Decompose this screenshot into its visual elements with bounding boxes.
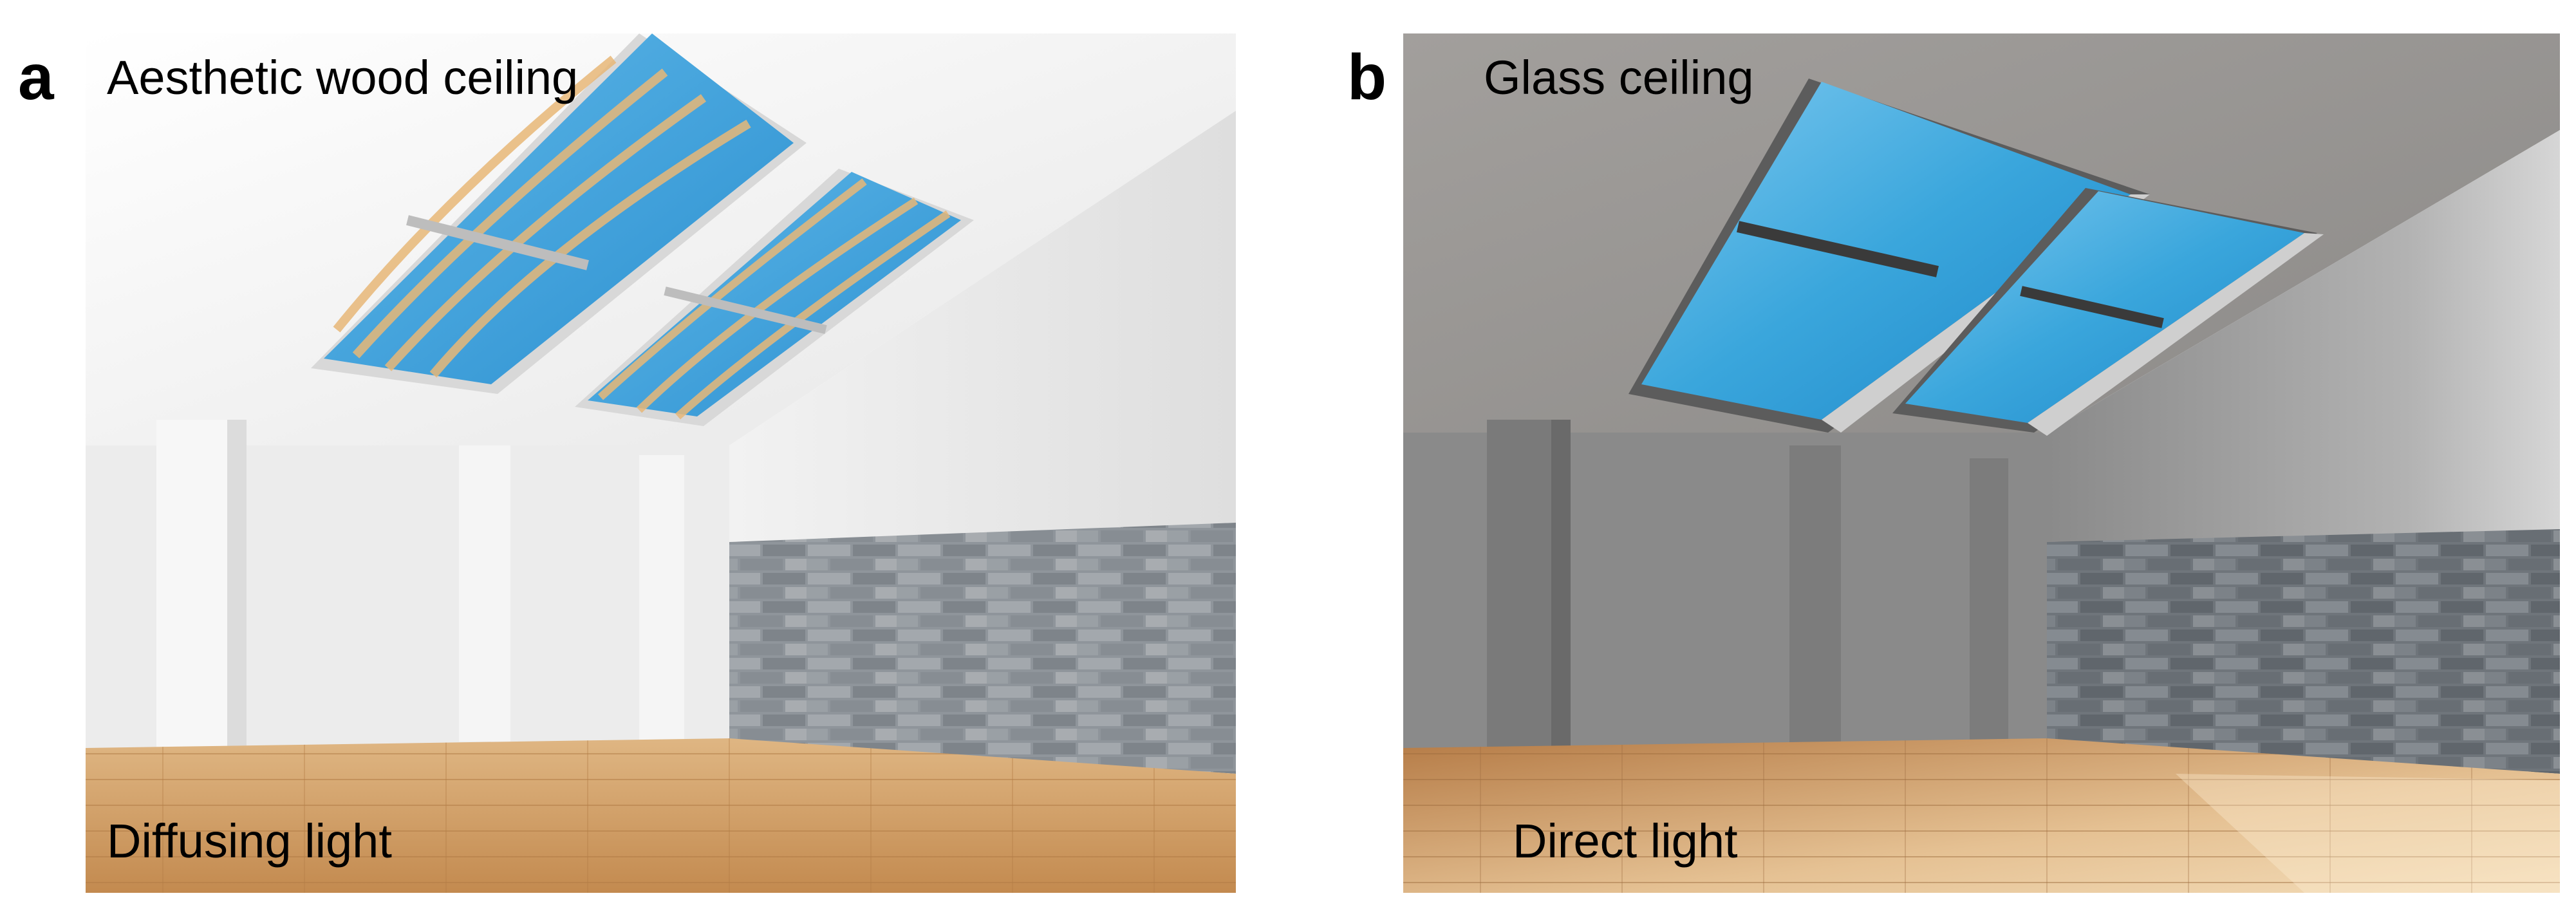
- glass-ceiling-room-image: [1403, 33, 2560, 893]
- panel-b-render: [1403, 33, 2560, 893]
- panel-a-render: [86, 33, 1236, 893]
- panel-a-letter: a: [18, 41, 54, 113]
- panel-b-title: Glass ceiling: [1484, 51, 1754, 104]
- panel-a-caption: Diffusing light: [107, 814, 392, 868]
- panel-a-title: Aesthetic wood ceiling: [107, 51, 579, 104]
- wood-ceiling-room-image: [86, 33, 1236, 893]
- panel-b-caption: Direct light: [1513, 814, 1738, 868]
- panel-b-letter: b: [1347, 41, 1387, 113]
